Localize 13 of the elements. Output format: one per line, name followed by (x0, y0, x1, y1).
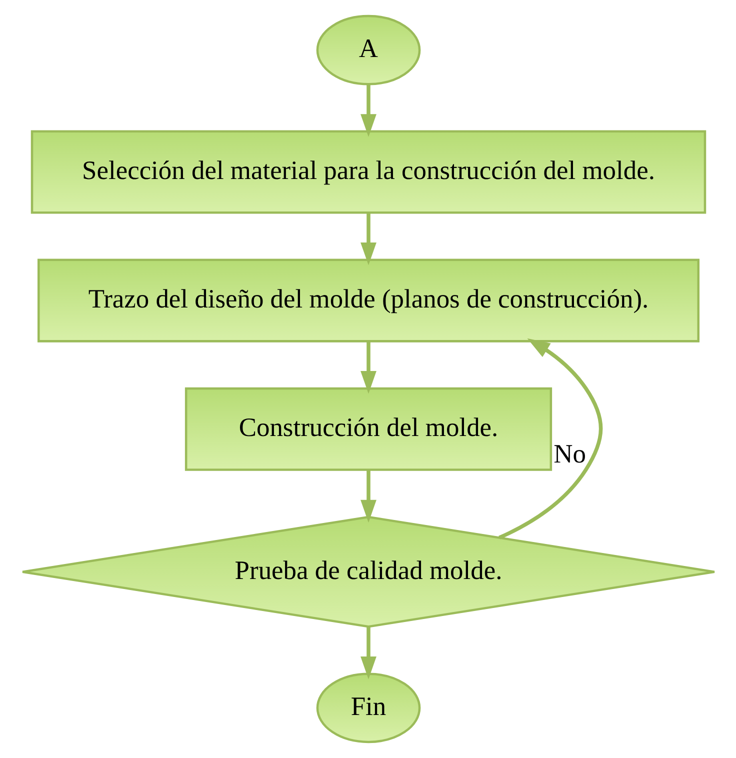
arrow (360, 626, 376, 680)
node-ellipse: A (316, 14, 420, 86)
node-diamond: Prueba de calidad molde. (20, 516, 716, 628)
edge-label: No (553, 438, 586, 469)
arrow (360, 212, 376, 266)
arrow (498, 338, 602, 540)
arrow (360, 341, 376, 394)
arrow (360, 470, 376, 523)
node-ellipse: Fin (316, 672, 420, 744)
node-box: Trazo del diseño del molde (planos de construcción). (37, 258, 699, 342)
node-box: Selección del material para la construcción del molde. (30, 130, 706, 214)
arrow (360, 84, 376, 137)
node-box: Construcción del molde. (184, 387, 552, 471)
